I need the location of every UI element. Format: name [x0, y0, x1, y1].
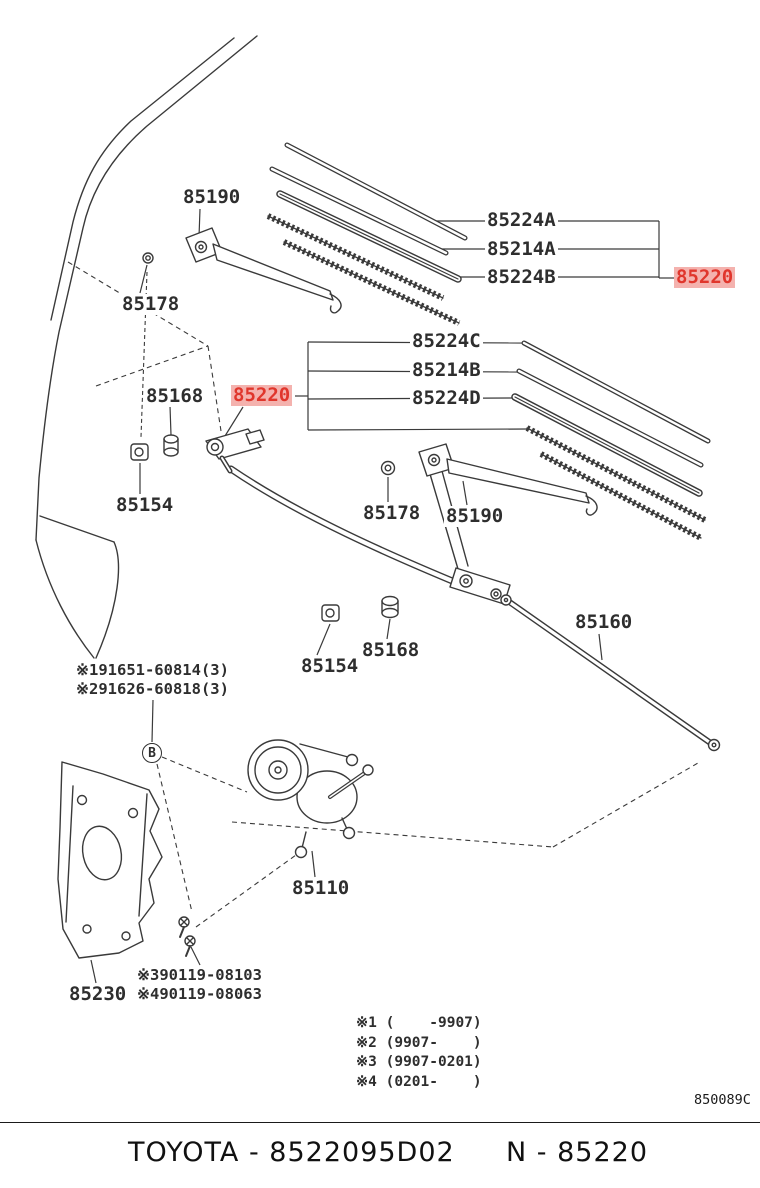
footer-part-number: N - 85220 [506, 1137, 648, 1168]
part-label-arm-middle: 85190 [444, 505, 506, 527]
wiper-diagram-artwork [35, 35, 721, 984]
car-body-outline [35, 35, 258, 659]
wiper-motor [247, 739, 374, 859]
legend-item-1: ※1 ( -9907) [356, 1015, 482, 1031]
legend-item-3: ※3 (9907-0201) [356, 1054, 482, 1070]
part-label-link-rod: 85160 [573, 611, 635, 633]
highlighted-part-label-top: 85220 [674, 266, 736, 288]
part-label-arm-top: 85190 [181, 186, 243, 208]
wiper-arm-top [185, 227, 342, 314]
part-label-collar-left: 85168 [144, 385, 206, 407]
bolt-note-4: ※490119-08063 [137, 985, 262, 1004]
part-label-grommet-top: 85178 [120, 293, 182, 315]
part-label-blade-top-b: 85224B [485, 266, 558, 288]
pivot-assembly-left [205, 428, 265, 474]
part-label-cowl-panel: 85230 [67, 983, 129, 1005]
highlighted-part-label-bottom: 85220 [231, 384, 293, 406]
construction-dashed-lines [67, 261, 699, 928]
leader-lines [90, 208, 674, 984]
part-label-collar-middle: 85168 [360, 639, 422, 661]
footer-part-code: TOYOTA - 8522095D02 [128, 1137, 455, 1168]
detail-marker-b: B [142, 743, 162, 763]
part-label-rubber-bottom: 85214B [410, 359, 483, 381]
bolt-note-3: ※390119-08103 [137, 966, 262, 985]
date-range-legend: ※1 ( -9907) ※2 (9907- ) ※3 (9907-0201) ※… [356, 1014, 482, 1092]
part-label-grommet-middle: 85154 [299, 655, 361, 677]
diagram-code: 850089C [694, 1092, 751, 1108]
wiper-arm-middle [418, 443, 598, 516]
legend-item-4: ※4 (0201- ) [356, 1073, 482, 1090]
part-label-nut-middle: 85178 [361, 502, 423, 524]
wiper-linkage-assembly [227, 465, 721, 752]
legend-item-2: ※2 (9907- ) [356, 1034, 482, 1051]
cowl-side-panel [57, 761, 163, 959]
part-label-grommet-left: 85154 [114, 494, 176, 516]
footer-bar: TOYOTA - 8522095D02 N - 85220 [0, 1122, 760, 1188]
part-label-rubber-top: 85214A [485, 238, 558, 260]
part-label-blade-bottom-c: 85224C [410, 330, 483, 352]
wiper-blade-set-top [266, 142, 468, 326]
part-label-motor: 85110 [290, 877, 352, 899]
small-parts [130, 252, 399, 957]
screw-note-2: ※291626-60818(3) [76, 680, 229, 699]
wiper-blade-set-bottom [511, 340, 711, 541]
screw-note-1: ※191651-60814(3) [76, 661, 229, 680]
part-label-blade-bottom-d: 85224D [410, 387, 483, 409]
part-label-blade-top-a: 85224A [485, 209, 558, 231]
